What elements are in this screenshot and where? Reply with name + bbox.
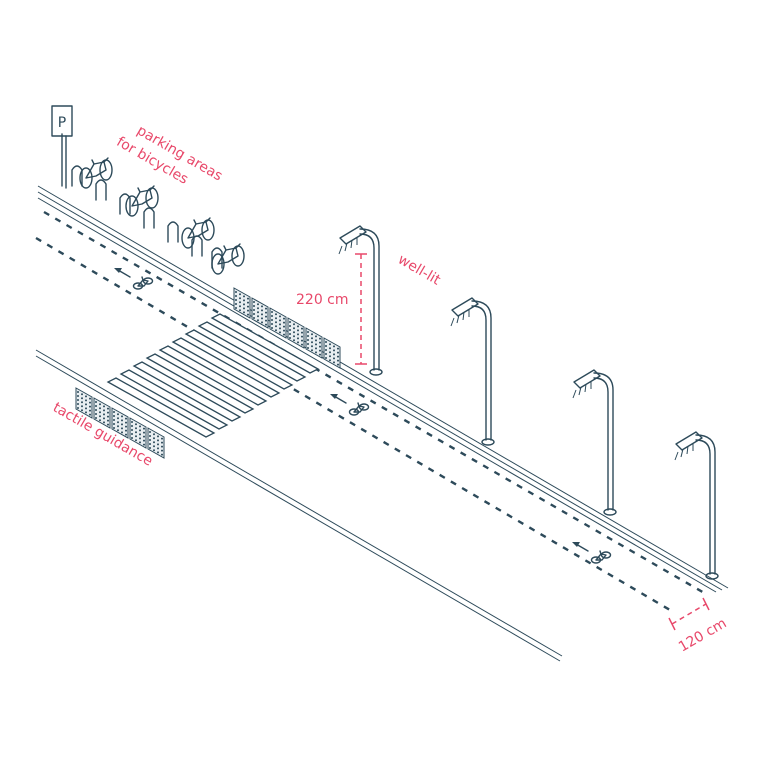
tactile-tile-icon [269, 307, 287, 339]
bicycle-icon [181, 217, 215, 249]
lane-marking-upper [43, 210, 707, 596]
width-dimension [668, 597, 710, 631]
parking-sign-letter: P [58, 115, 66, 131]
tactile-paving-lower [75, 387, 165, 459]
tactile-tile-icon [287, 317, 305, 349]
bicycle-icon [132, 276, 154, 290]
zebra-stripe [119, 369, 229, 430]
tactile-tile-icon [305, 327, 323, 359]
bicycle-icon [590, 550, 612, 564]
tactile-tile-icon [251, 297, 269, 329]
bicycle-rack-icon [71, 157, 245, 275]
tactile-tile-icon [75, 387, 93, 419]
bicycle-icon [79, 157, 113, 189]
zebra-stripe [106, 377, 216, 438]
height-label: 220 cm [296, 292, 349, 308]
width-label: 120 cm [676, 615, 729, 655]
zebra-crossing [106, 313, 320, 438]
bicycle-icon [348, 402, 370, 416]
tactile-tile-icon [111, 407, 129, 439]
street-lamp-icon [338, 225, 383, 376]
upper-curb [37, 185, 729, 593]
zebra-stripe [197, 321, 307, 382]
lane-marking-lower [35, 236, 671, 612]
bicycle-icon [125, 185, 159, 217]
street-lamp-icon [450, 297, 495, 446]
arrow-left-icon [114, 268, 131, 278]
tactile-tile-icon [147, 427, 165, 459]
well-lit-label: well-lit [395, 252, 443, 289]
tactile-tile-icon [129, 417, 147, 449]
zebra-stripe [184, 329, 294, 390]
street-lamps [338, 225, 719, 580]
tactile-paving-upper [233, 287, 341, 369]
zebra-stripe [145, 353, 255, 414]
zebra-stripe [171, 337, 281, 398]
bicycle-lane-symbols [114, 268, 612, 564]
zebra-stripe [132, 361, 242, 422]
street-lamp-icon [674, 431, 719, 580]
zebra-stripe [158, 345, 268, 406]
zebra-stripe [210, 313, 320, 374]
street-lamp-icon [572, 369, 617, 516]
tactile-tile-icon [93, 397, 111, 429]
tactile-tile-icon [323, 337, 341, 369]
tactile-tile-icon [233, 287, 251, 319]
arrow-left-icon [572, 542, 589, 552]
height-dimension [355, 253, 367, 365]
lower-curb [35, 349, 563, 662]
parking-annotation: parking areas for bicycles [114, 123, 225, 188]
parking-sign: P [51, 105, 73, 189]
arrow-left-icon [330, 394, 347, 404]
bicycle-icon [211, 243, 245, 275]
